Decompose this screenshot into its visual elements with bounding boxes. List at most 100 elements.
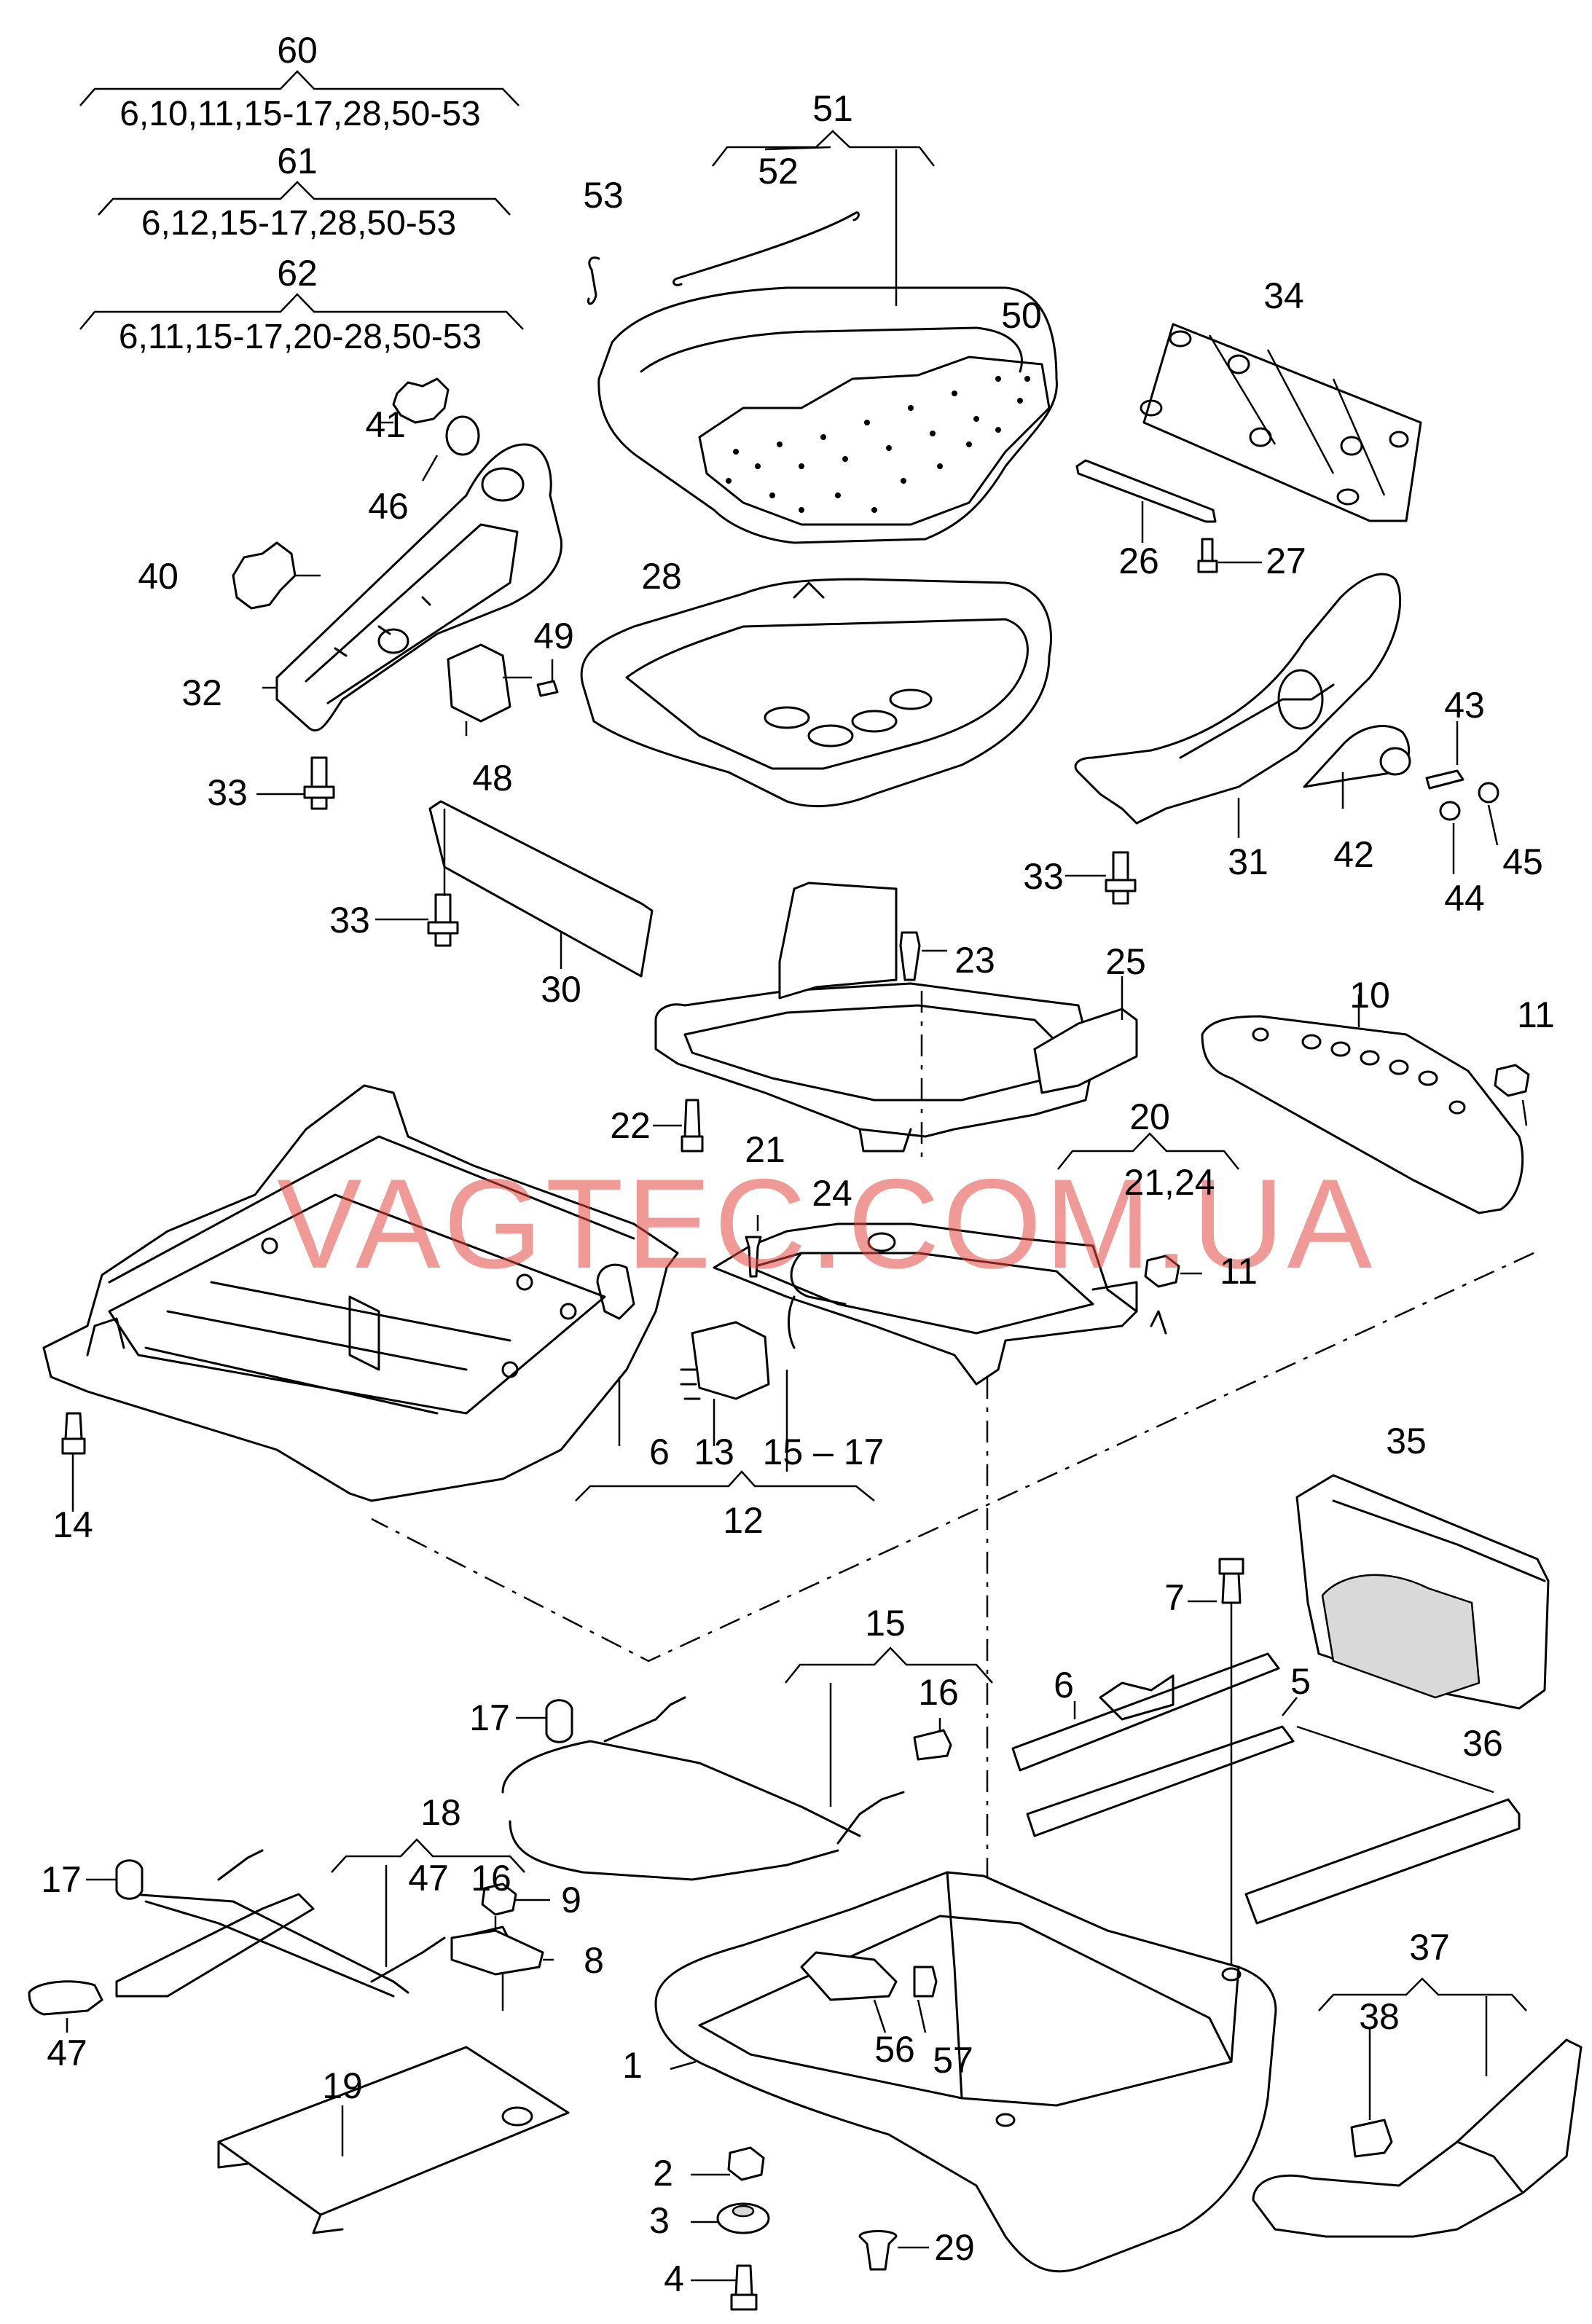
label-47-upper: 47 [408,1858,449,1899]
harness-15 [501,1696,905,1881]
cap-45 [1478,782,1499,804]
label-46: 46 [368,486,409,527]
screw-49 [536,680,559,697]
armrest-10 [1201,1015,1524,1214]
seat-frame [42,1084,679,1502]
label-10: 10 [1349,975,1390,1016]
dashed-leader-a [371,1252,1534,1662]
label-56: 56 [874,2029,915,2070]
label-31: 31 [1228,841,1268,882]
label-33-mid: 33 [329,900,370,941]
seat-foam-28 [580,578,1052,808]
bolt-22 [681,1099,704,1153]
label-27: 27 [1266,541,1306,581]
label-53: 53 [583,175,624,216]
nut-11-top [1494,1064,1530,1097]
group-60-title: 60 [277,30,318,71]
label-35: 35 [1386,1421,1427,1461]
label-24: 24 [812,1173,852,1214]
cover-37 [1252,2038,1583,2238]
label-29: 29 [934,2227,975,2268]
label-23: 23 [954,940,995,981]
label-16-b: 16 [471,1858,511,1899]
strip-36 [1244,1798,1521,1925]
bolt-27 [1197,538,1218,573]
label-51: 51 [812,88,853,129]
clip-53 [587,256,600,305]
nut-9 [481,1883,517,1916]
label-14: 14 [52,1504,93,1545]
seat-pan [654,882,1138,1153]
washer-3 [716,2202,770,2234]
label-18: 18 [420,1792,461,1833]
bin-35 [1295,1474,1550,1710]
nut-2 [727,2146,765,2181]
label-44: 44 [1444,878,1485,919]
label-16-a: 16 [918,1672,959,1713]
group-60-members: 6,10,11,15-17,28,50-53 [119,95,481,133]
label-11-top: 11 [1517,994,1555,1035]
harness-18 [115,1849,446,1998]
label-7: 7 [1164,1577,1185,1618]
group-62-members: 6,11,15-17,20-28,50-53 [119,318,482,356]
label-41: 41 [365,404,406,445]
label-25: 25 [1105,941,1146,982]
bolt-4 [730,2264,758,2311]
cover-34 [1140,323,1422,522]
label-12: 12 [723,1500,764,1541]
label-34: 34 [1263,275,1304,316]
label-8: 8 [584,1940,604,1981]
label-33-left: 33 [207,772,248,813]
label-47-lower: 47 [47,2033,87,2073]
screw-21 [745,1236,762,1278]
clip-33-mid [427,893,459,947]
label-37: 37 [1409,1927,1450,1968]
cap-44 [1439,801,1461,821]
label-36: 36 [1462,1723,1503,1764]
label-13: 13 [694,1432,734,1472]
bracket-56 [800,1951,898,2001]
label-15: 15 [865,1603,906,1644]
clip-33-right [1105,851,1137,905]
label-40: 40 [138,556,179,597]
watermark: VAGTEC.COM.UA [277,1153,1375,1295]
label-30: 30 [541,969,581,1010]
label-17-a: 17 [469,1697,510,1738]
group-61-members: 6,12,15-17,28,50-53 [141,204,456,243]
group-60: 60 6,10,11,15-17,28,50-53 [79,30,519,133]
label-4: 4 [664,2258,684,2299]
wire-52 [673,211,860,286]
label-57: 57 [933,2040,973,2081]
label-1: 1 [622,2045,643,2086]
label-20: 20 [1129,1096,1170,1137]
motor-13 [691,1321,770,1400]
clip-38 [1350,2119,1393,2158]
plug-16-a [913,1729,952,1761]
label-49: 49 [533,616,574,656]
label-26: 26 [1118,541,1159,581]
module-48 [447,643,511,723]
label-6-frame: 6 [649,1432,670,1472]
rail-5 [1026,1725,1295,1837]
knob-47 [28,1980,103,2016]
trim-30 [428,800,654,978]
bolt-7 [1218,1558,1244,1604]
label-48: 48 [472,758,513,798]
label-2: 2 [653,2153,673,2194]
ring-46 [445,415,480,456]
label-21: 21 [745,1129,785,1170]
side-trim-31 [1074,573,1402,825]
label-33-right: 33 [1023,856,1064,897]
label-32: 32 [181,672,222,713]
clip-29 [858,2230,898,2271]
group-62-title: 62 [277,253,318,294]
label-6-rail: 6 [1054,1665,1074,1705]
label-28: 28 [641,556,682,597]
clip-33-left [303,756,335,810]
label-38: 38 [1359,1996,1400,2037]
knob-40 [232,541,297,610]
plug-17-b [115,1859,144,1900]
seat-cushion-50 [597,286,1058,544]
group-61-title: 61 [277,141,318,181]
